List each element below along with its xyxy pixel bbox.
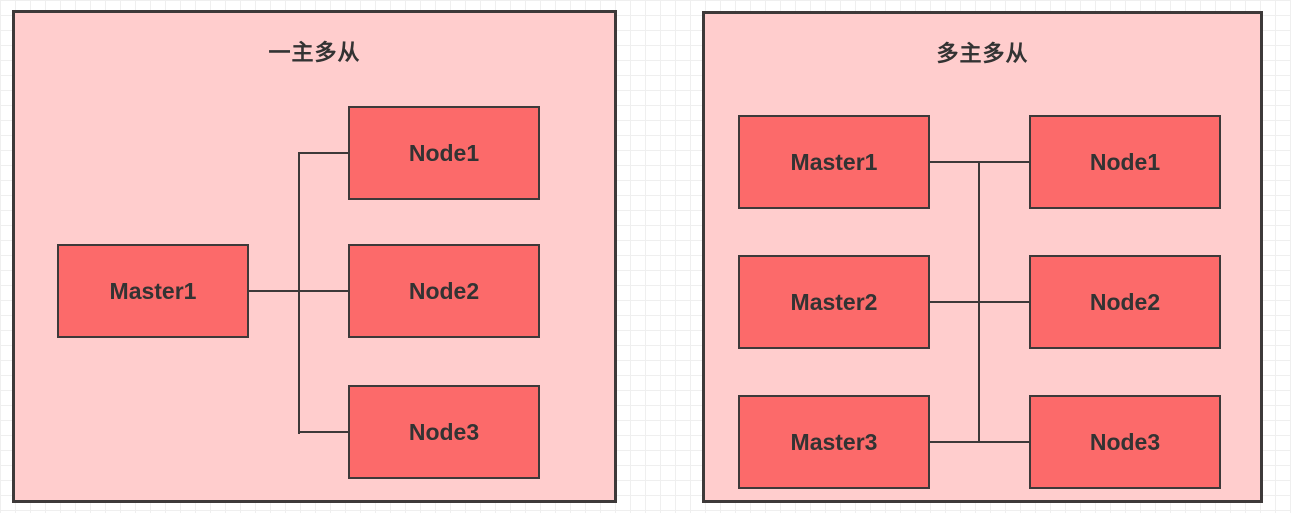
diagram-node-node1[interactable]: Node1	[348, 106, 540, 200]
node-label: Node1	[408, 139, 480, 166]
node-label: Master2	[790, 288, 878, 315]
node-label: Node3	[408, 418, 480, 445]
node-label: Master1	[109, 277, 197, 304]
diagram-node-node3[interactable]: Node3	[1029, 395, 1221, 489]
diagram-node-node3[interactable]: Node3	[348, 385, 540, 479]
diagram-node-node2[interactable]: Node2	[348, 244, 540, 338]
single-master-panel: 一主多从 Master1 Node1 Node2 Node3	[12, 10, 617, 503]
node-label: Node2	[408, 277, 480, 304]
panel-title: 多主多从	[936, 41, 1029, 66]
diagram-node-master2[interactable]: Master2	[738, 255, 930, 349]
panel-title: 一主多从	[268, 40, 361, 65]
connector-vertical-bus	[978, 161, 980, 443]
diagram-node-master1[interactable]: Master1	[738, 115, 930, 209]
connector-branch-node3	[299, 431, 348, 433]
connector-vertical-bus	[298, 152, 300, 434]
node-label: Node2	[1089, 288, 1161, 315]
diagram-node-master1[interactable]: Master1	[57, 244, 249, 338]
node-label: Node3	[1089, 428, 1161, 455]
node-label: Master3	[790, 428, 878, 455]
diagram-node-master3[interactable]: Master3	[738, 395, 930, 489]
diagram-node-node2[interactable]: Node2	[1029, 255, 1221, 349]
node-label: Master1	[790, 148, 878, 175]
connector-branch-node1	[299, 152, 348, 154]
node-label: Node1	[1089, 148, 1161, 175]
diagram-node-node1[interactable]: Node1	[1029, 115, 1221, 209]
multi-master-panel: 多主多从 Master1 Node1 Master2 Node2 Master3…	[702, 11, 1263, 503]
